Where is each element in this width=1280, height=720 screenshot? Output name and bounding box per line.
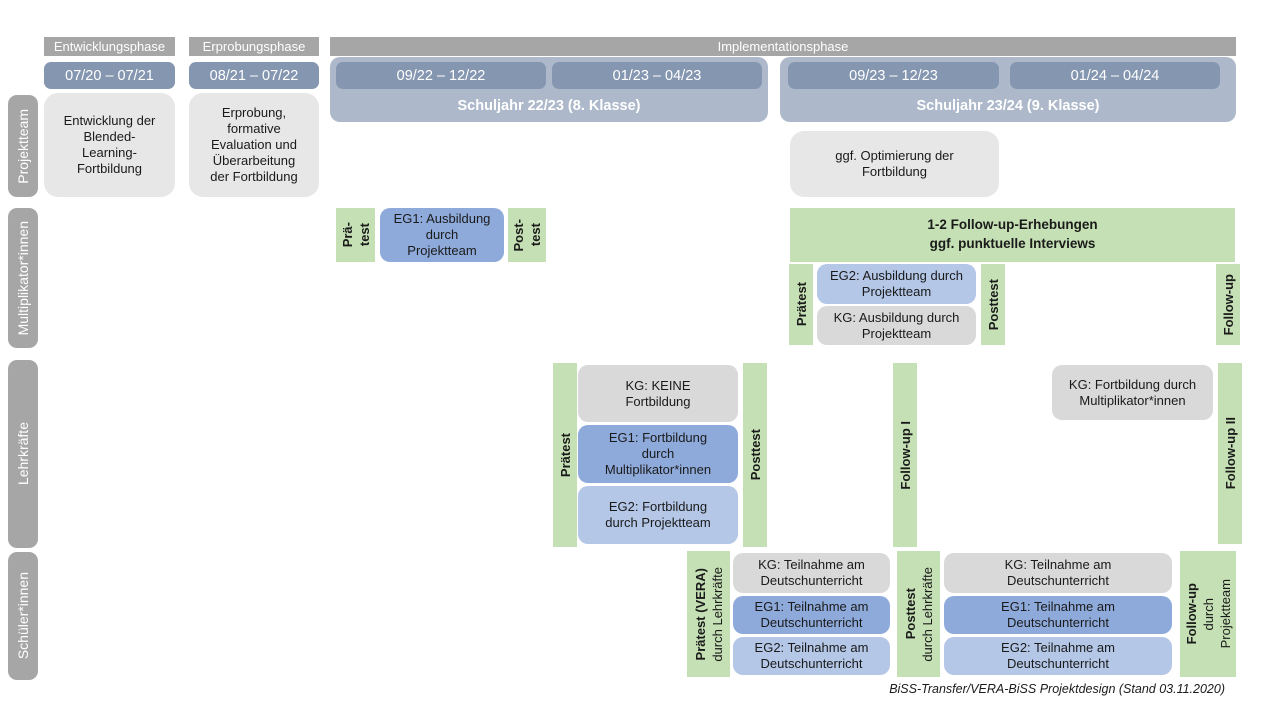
bar-followup-projektteam-schueler: Follow-up durch Projektteam (1180, 551, 1236, 677)
bar-label-line: test (528, 223, 543, 247)
box-eg1-teilnahme-deutschunterricht-1: EG1: Teilnahme am Deutschunterricht (733, 596, 890, 634)
box-kg-teilnahme-deutschunterricht-1: KG: Teilnahme am Deutschunterricht (733, 553, 890, 593)
box-eg2-teilnahme-deutschunterricht-1: EG2: Teilnahme am Deutschunterricht (733, 637, 890, 675)
box-eg2-teilnahme-deutschunterricht-2: EG2: Teilnahme am Deutschunterricht (944, 637, 1172, 675)
group-label-text: Projektteam (15, 108, 31, 184)
box-kg-fortbildung-multiplikatoren: KG: Fortbildung durch Multiplikator*inne… (1052, 365, 1213, 420)
bar-label-line: Post- (511, 218, 526, 252)
phase-bar-erprobungsphase: Erprobungsphase (189, 37, 319, 56)
bar-posttest-multiplikatoren-2: Posttest (981, 264, 1005, 345)
box-eg1-ausbildung-projektteam: EG1: Ausbildung durch Projektteam (380, 208, 504, 262)
bar-followup-2-lehrkraefte: Follow-up II (1218, 363, 1242, 544)
box-eg1-fortbildung-multiplikatoren: EG1: Fortbildung durch Multiplikator*inn… (578, 425, 738, 483)
date-bar-0123-0423: 01/23 – 04/23 (552, 62, 762, 89)
bar-label-line: Prätest (557, 432, 573, 478)
bar-label-line: durch (1200, 597, 1216, 631)
box-optimierung-fortbildung: ggf. Optimierung der Fortbildung (790, 131, 999, 197)
date-bar-0124-0424: 01/24 – 04/24 (1010, 62, 1220, 89)
bar-label-line: Projektteam (1217, 579, 1233, 649)
bar-label-line: Prätest (793, 282, 809, 327)
bar-praetest-multiplikatoren-1: Prä- test (336, 208, 375, 262)
bar-label-line: Posttest (747, 429, 763, 481)
box-kg-ausbildung-projektteam: KG: Ausbildung durch Projektteam (817, 306, 976, 345)
bar-label-line: durch Lehrkräfte (919, 566, 935, 662)
bar-label-line: Prätest (VERA) (692, 567, 708, 661)
bar-followup-multiplikatoren: Follow-up (1216, 264, 1240, 345)
date-bar-0720-0721: 07/20 – 07/21 (44, 62, 175, 89)
box-eg1-teilnahme-deutschunterricht-2: EG1: Teilnahme am Deutschunterricht (944, 596, 1172, 634)
bar-label-line: Follow-up II (1222, 417, 1238, 490)
bar-praetest-vera-schueler: Prätest (VERA) durch Lehrkräfte (687, 551, 730, 677)
box-kg-keine-fortbildung: KG: KEINE Fortbildung (578, 365, 738, 422)
phase-bar-implementationsphase: Implementationsphase (330, 37, 1236, 56)
bar-label-line: Follow-up I (897, 420, 913, 490)
bar-praetest-lehrkraefte: Prätest (553, 363, 577, 547)
box-kg-teilnahme-deutschunterricht-2: KG: Teilnahme am Deutschunterricht (944, 553, 1172, 593)
bar-posttest-schueler: Posttest durch Lehrkräfte (897, 551, 940, 677)
bar-label-line: test (356, 223, 372, 247)
box-entwicklung-fortbildung: Entwicklung der Blended- Learning- Fortb… (44, 93, 175, 197)
date-bar-0821-0722: 08/21 – 07/22 (189, 62, 319, 89)
diagram-caption: BiSS-Transfer/VERA-BiSS Projektdesign (S… (889, 682, 1225, 696)
bar-label-line: Follow-up (1183, 583, 1199, 645)
bar-posttest-lehrkraefte: Posttest (743, 363, 767, 547)
box-erprobung-evaluation: Erprobung, formative Evaluation und Über… (189, 93, 319, 197)
box-eg2-fortbildung-projektteam: EG2: Fortbildung durch Projektteam (578, 486, 738, 544)
group-label-text: Multiplikator*innen (15, 220, 31, 336)
bar-posttest-multiplikatoren-1: Post- test (508, 208, 546, 262)
group-label-text: Schüler*innen (15, 572, 31, 660)
group-label-projektteam: Projektteam (8, 95, 38, 197)
bar-label-line: Prä- (339, 222, 355, 248)
group-label-text: Lehrkräfte (15, 422, 31, 486)
school-year-label: Schuljahr 22/23 (8. Klasse) (457, 98, 641, 114)
bar-label-line: Posttest (902, 588, 918, 640)
bar-label-line: durch Lehrkräfte (709, 566, 725, 662)
school-year-label: Schuljahr 23/24 (9. Klasse) (916, 98, 1100, 114)
date-bar-0923-1223: 09/23 – 12/23 (788, 62, 999, 89)
bar-followup-1-lehrkraefte: Follow-up I (893, 363, 917, 547)
group-label-multiplikatorinnen: Multiplikator*innen (8, 208, 38, 348)
bar-label-line: Follow-up (1220, 273, 1236, 336)
group-label-schuelerinnen: Schüler*innen (8, 552, 38, 680)
box-followup-erhebungen: 1-2 Follow-up-Erhebungen ggf. punktuelle… (790, 208, 1235, 262)
box-eg2-ausbildung-projektteam: EG2: Ausbildung durch Projektteam (817, 264, 976, 304)
bar-praetest-multiplikatoren-2: Prätest (789, 264, 813, 345)
date-bar-0922-1222: 09/22 – 12/22 (336, 62, 546, 89)
bar-label-line: Posttest (985, 278, 1001, 331)
group-label-lehrkraefte: Lehrkräfte (8, 360, 38, 548)
phase-bar-entwicklungsphase: Entwicklungsphase (44, 37, 175, 56)
